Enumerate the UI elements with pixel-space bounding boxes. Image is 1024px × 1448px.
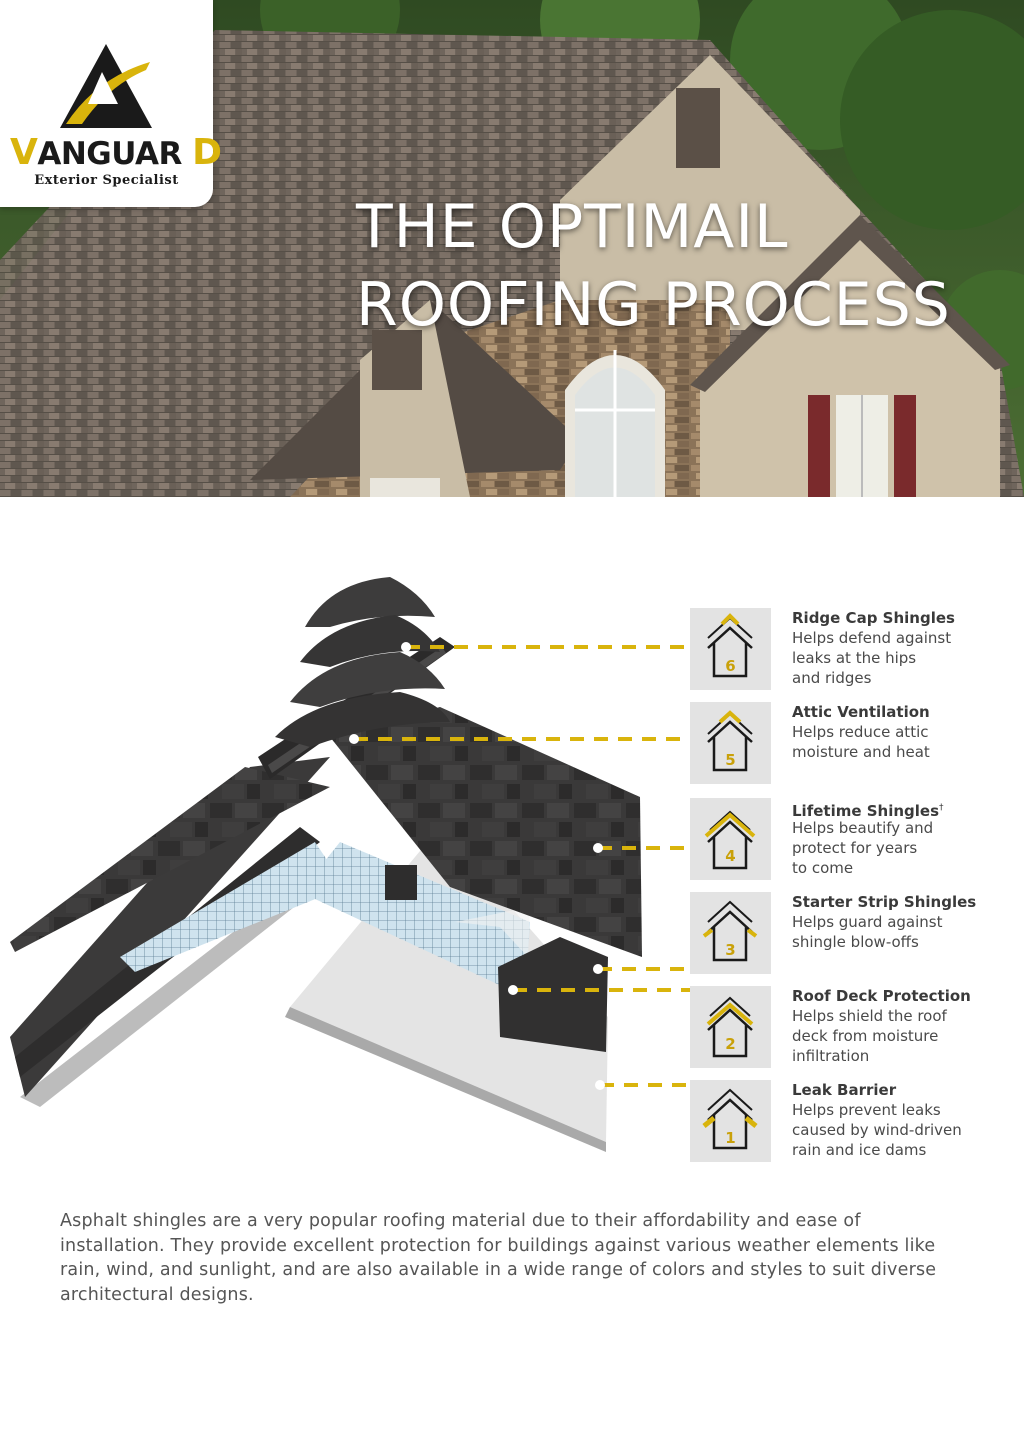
layer-name: Lifetime Shingles† [792,802,944,820]
house-ridge-icon [690,608,771,690]
house-starter-icon [690,892,771,974]
hero-banner: VANGUAR D Exterior Specialist THE OPTIMA… [0,0,1024,497]
house-vent-icon [690,702,771,784]
layer-number: 3 [725,941,736,959]
house-barrier-icon [690,1080,771,1162]
layer-description: Helps beautify and protect for years to … [792,819,934,877]
house-shingle-icon [690,798,771,880]
layer-name: Attic Ventilation [792,703,930,721]
layer-item-attic-ventilation: 5 Attic Ventilation Helps reduce attic m… [690,702,1020,784]
roof-cutaway-illustration [10,577,690,1152]
layer-number: 6 [725,657,736,675]
vanguard-logo-icon [60,44,152,128]
layer-name: Starter Strip Shingles [792,893,977,911]
page-title: THE OPTIMAIL ROOFING PROCESS [356,188,1024,344]
layer-name: Ridge Cap Shingles [792,609,955,627]
layer-number: 2 [725,1035,736,1053]
layer-description: Helps prevent leaks caused by wind-drive… [792,1101,962,1159]
layer-superscript: † [939,803,944,813]
layer-item-lifetime-shingles: 4 Lifetime Shingles† Helps beautify and … [690,798,1020,880]
layer-item-starter-strip: 3 Starter Strip Shingles Helps guard aga… [690,892,1020,974]
layer-number: 5 [725,751,736,769]
logo-card: VANGUAR D Exterior Specialist [0,0,222,207]
title-line-1: THE OPTIMAIL [356,192,789,262]
layer-name: Roof Deck Protection [792,987,971,1005]
layer-number: 4 [725,847,736,865]
brand-name: VANGUAR D [10,132,222,173]
intro-paragraph: Asphalt shingles are a very popular roof… [60,1211,937,1305]
brand-tagline: Exterior Specialist [34,173,179,188]
house-photo [0,0,1024,497]
layer-description: Helps reduce attic moisture and heat [792,723,930,761]
layer-name: Leak Barrier [792,1081,897,1099]
layer-description: Helps defend against leaks at the hips a… [792,629,952,687]
layer-item-leak-barrier: 1 Leak Barrier Helps prevent leaks cause… [690,1080,1020,1162]
title-line-2: ROOFING PROCESS [356,270,951,340]
roof-layers-diagram: 6 Ridge Cap Shingles Helps defend agains… [0,497,1024,1197]
layer-item-roof-deck: 2 Roof Deck Protection Helps shield the … [690,986,1020,1068]
layer-item-ridge-cap: 6 Ridge Cap Shingles Helps defend agains… [690,608,1020,690]
layer-description: Helps shield the roof deck from moisture… [792,1007,947,1065]
layer-description: Helps guard against shingle blow-offs [792,913,943,951]
house-deck-icon [690,986,771,1068]
layer-number: 1 [725,1129,736,1147]
